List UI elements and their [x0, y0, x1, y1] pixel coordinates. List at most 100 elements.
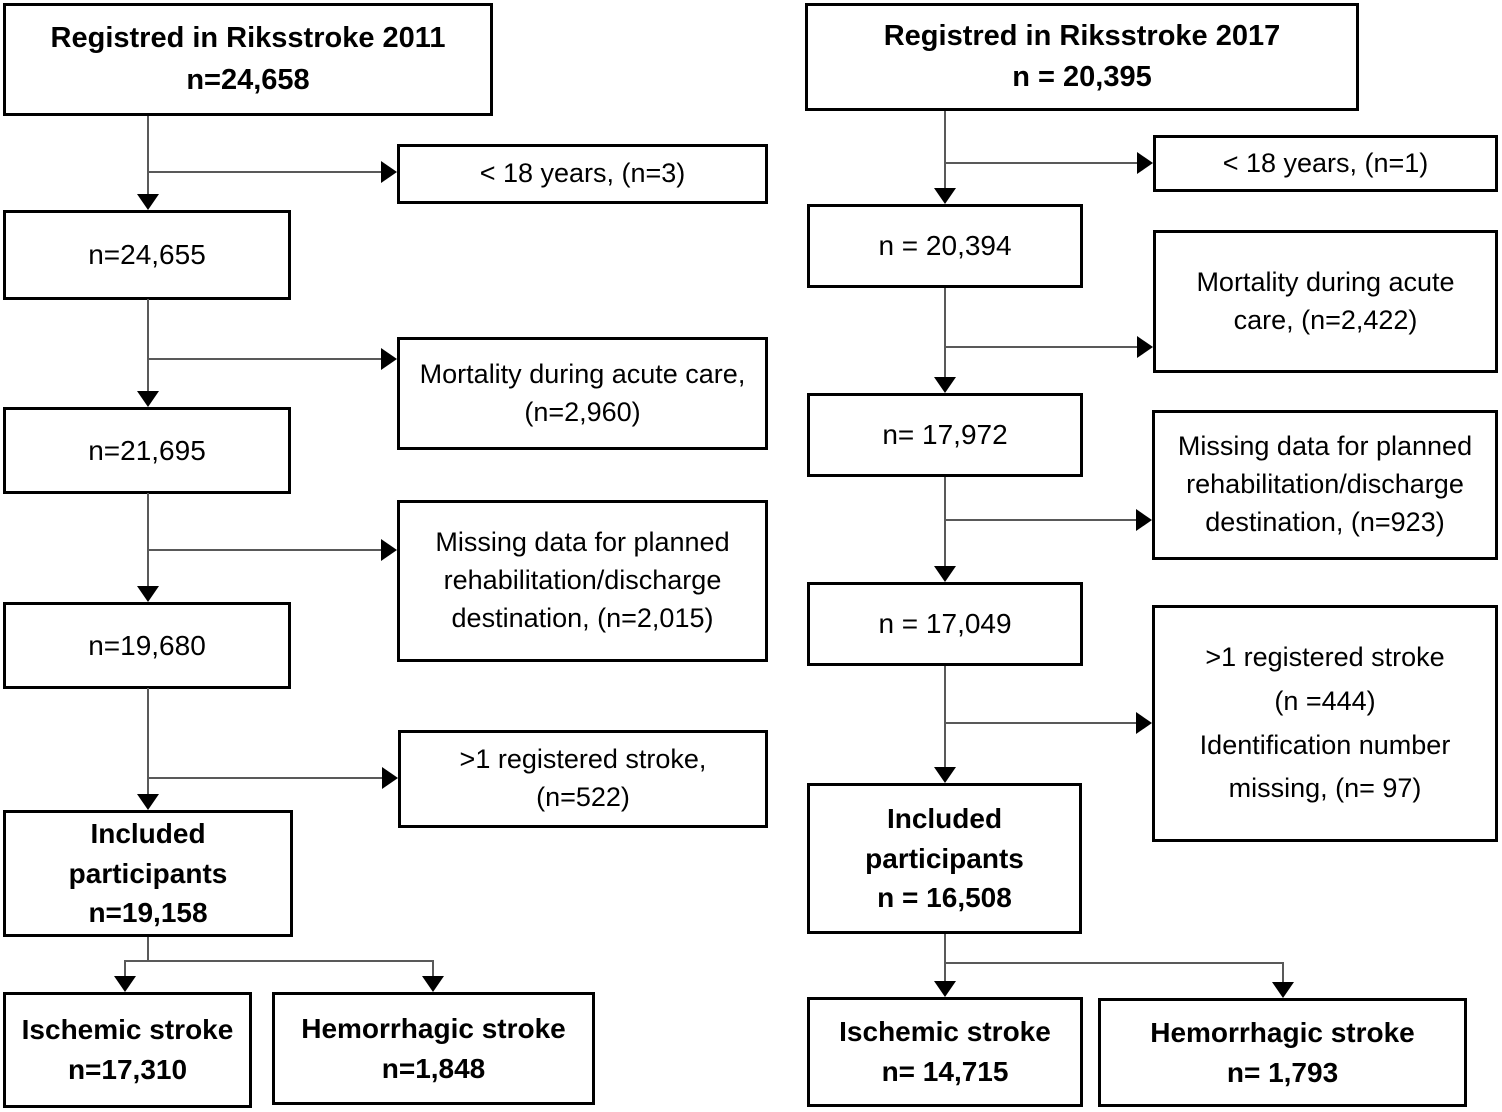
- connector-line: [944, 962, 1284, 964]
- connector-line: [148, 171, 381, 173]
- connector-line: [944, 477, 946, 566]
- connector-line: [945, 722, 1136, 724]
- box-2017-registered: Registred in Riksstroke 2017 n = 20,395: [805, 3, 1359, 111]
- text-line: n= 17,972: [882, 419, 1008, 451]
- text-line: Included: [90, 817, 206, 849]
- arrowhead-right: [381, 348, 397, 370]
- text-line: n=17,310: [67, 1054, 188, 1085]
- connector-line: [944, 934, 946, 964]
- text-line: (n=522): [536, 782, 630, 812]
- text-line: Ischemic stroke: [21, 1014, 234, 1046]
- arrowhead-down: [934, 566, 956, 582]
- text-line: care, (n=2,422): [1233, 304, 1418, 335]
- box-2011-n21695: n=21,695: [3, 407, 291, 494]
- connector-line: [1282, 962, 1284, 982]
- text-line: (n =444): [1274, 685, 1376, 716]
- arrowhead-right: [1136, 509, 1152, 531]
- text-line: destination, (n=2,015): [451, 602, 714, 633]
- box-2011-excluded-under18: < 18 years, (n=3): [397, 144, 768, 204]
- connector-line: [147, 299, 149, 391]
- box-2017-excluded-under18: < 18 years, (n=1): [1153, 135, 1498, 192]
- box-2011-excluded-multiple-stroke: >1 registered stroke, (n=522): [398, 730, 768, 828]
- text-line: Missing data for planned: [1177, 431, 1473, 462]
- text-line: n = 20,395: [1012, 61, 1152, 93]
- arrowhead-down: [422, 976, 444, 992]
- connector-line: [944, 288, 946, 377]
- connector-line: [944, 666, 946, 767]
- connector-line: [147, 493, 149, 586]
- box-2017-hemorrhagic-stroke: Hemorrhagic stroke n= 1,793: [1098, 998, 1467, 1107]
- text-line: n=19,158: [88, 897, 208, 929]
- text-line: Missing data for planned: [435, 527, 730, 558]
- text-line: destination, (n=923): [1205, 506, 1445, 537]
- text-line: Registred in Riksstroke 2011: [50, 22, 446, 55]
- box-2011-n24655: n=24,655: [3, 210, 291, 300]
- text-line: Mortality during acute care,: [419, 358, 746, 389]
- arrowhead-right: [1137, 152, 1153, 174]
- text-line: Mortality during acute: [1196, 266, 1455, 297]
- box-2011-n19680: n=19,680: [3, 602, 291, 689]
- arrowhead-right: [381, 539, 397, 561]
- text-line: n=19,680: [88, 629, 206, 661]
- text-line: >1 registered stroke: [1205, 642, 1445, 673]
- text-line: rehabilitation/discharge: [1186, 469, 1464, 500]
- arrowhead-down: [137, 586, 159, 602]
- arrowhead-down: [114, 976, 136, 992]
- connector-line: [147, 688, 149, 794]
- box-2017-excluded-multiple-stroke: >1 registered stroke (n =444) Identifica…: [1152, 605, 1498, 842]
- arrowhead-right: [382, 767, 398, 789]
- text-line: n=1,848: [381, 1052, 486, 1084]
- arrowhead-down: [137, 794, 159, 810]
- arrowhead-down: [934, 981, 956, 997]
- text-line: participants: [68, 857, 228, 889]
- text-line: n=21,695: [88, 434, 206, 466]
- connector-line: [124, 960, 434, 962]
- text-line: n=24,658: [186, 63, 310, 96]
- connector-line: [148, 358, 381, 360]
- box-2011-ischemic-stroke: Ischemic stroke n=17,310: [3, 992, 252, 1108]
- text-line: rehabilitation/discharge: [443, 565, 722, 596]
- box-2017-excluded-mortality: Mortality during acute care, (n=2,422): [1153, 230, 1498, 373]
- connector-line: [148, 777, 382, 779]
- connector-line: [945, 519, 1136, 521]
- text-line: n=24,655: [88, 239, 206, 271]
- text-line: Hemorrhagic stroke: [301, 1012, 566, 1044]
- connector-line: [124, 960, 126, 978]
- connector-line: [944, 111, 946, 188]
- text-line: n= 14,715: [881, 1056, 1009, 1087]
- box-2011-excluded-missing-data: Missing data for planned rehabilitation/…: [397, 500, 768, 662]
- arrowhead-right: [1136, 712, 1152, 734]
- text-line: (n=2,960): [524, 396, 641, 427]
- text-line: n= 1,793: [1226, 1056, 1339, 1088]
- text-line: n = 17,049: [878, 608, 1012, 640]
- connector-line: [147, 937, 149, 962]
- text-line: n = 20,394: [878, 230, 1012, 262]
- box-2011-included-participants: Included participants n=19,158: [3, 810, 293, 937]
- text-line: Identification number: [1199, 729, 1451, 760]
- text-line: < 18 years, (n=1): [1222, 147, 1429, 178]
- text-line: Included: [886, 802, 1003, 834]
- text-line: Hemorrhagic stroke: [1150, 1016, 1415, 1048]
- connector-line: [945, 162, 1137, 164]
- arrowhead-down: [934, 188, 956, 204]
- box-2017-included-participants: Included participants n = 16,508: [807, 783, 1082, 934]
- arrowhead-right: [1137, 336, 1153, 358]
- arrowhead-down: [934, 377, 956, 393]
- text-line: < 18 years, (n=3): [479, 158, 686, 189]
- box-2017-n17049: n = 17,049: [807, 582, 1083, 666]
- arrowhead-down: [934, 767, 956, 783]
- arrowhead-right: [381, 161, 397, 183]
- box-2017-n17972: n= 17,972: [807, 393, 1083, 477]
- box-2011-registered: Registred in Riksstroke 2011 n=24,658: [3, 3, 493, 116]
- box-2017-excluded-missing-data: Missing data for planned rehabilitation/…: [1152, 410, 1498, 560]
- box-2017-n20394: n = 20,394: [807, 204, 1083, 288]
- connector-line: [148, 549, 381, 551]
- connector-line: [432, 960, 434, 978]
- connector-line: [147, 116, 149, 194]
- connector-line: [945, 346, 1137, 348]
- arrowhead-down: [137, 194, 159, 210]
- arrowhead-down: [137, 391, 159, 407]
- text-line: missing, (n= 97): [1228, 773, 1422, 804]
- text-line: >1 registered stroke,: [459, 744, 707, 775]
